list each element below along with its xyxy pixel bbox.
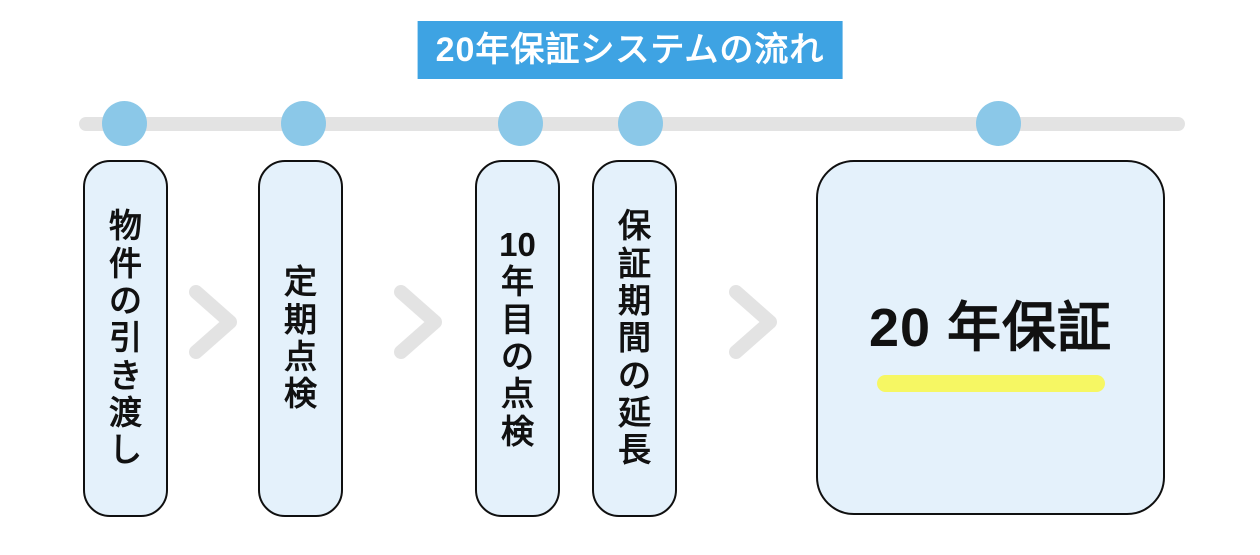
highlight-underline — [876, 375, 1105, 392]
chevron-right-icon — [726, 282, 780, 362]
step-box-warranty-20-years: 20 年保証 — [816, 160, 1165, 515]
timeline-dot — [498, 101, 543, 146]
timeline-dot — [281, 101, 326, 146]
chevron-right-icon — [186, 282, 240, 362]
step-label: 保証期間の延長 — [618, 207, 651, 469]
step-label: 定期点検 — [284, 263, 317, 413]
title-badge: 20年保証システムの流れ — [417, 21, 843, 79]
step-box-periodic-inspection: 定期点検 — [258, 160, 343, 517]
timeline-dot — [976, 101, 1021, 146]
step-box-handover: 物件の引き渡し — [83, 160, 168, 517]
chevron-right-icon — [391, 282, 445, 362]
step-box-warranty-extension: 保証期間の延長 — [592, 160, 677, 517]
step-label: 物件の引き渡し — [109, 207, 142, 469]
timeline-dot — [618, 101, 663, 146]
timeline-dot — [102, 101, 147, 146]
step-label: 20 年保証 — [868, 298, 1113, 358]
